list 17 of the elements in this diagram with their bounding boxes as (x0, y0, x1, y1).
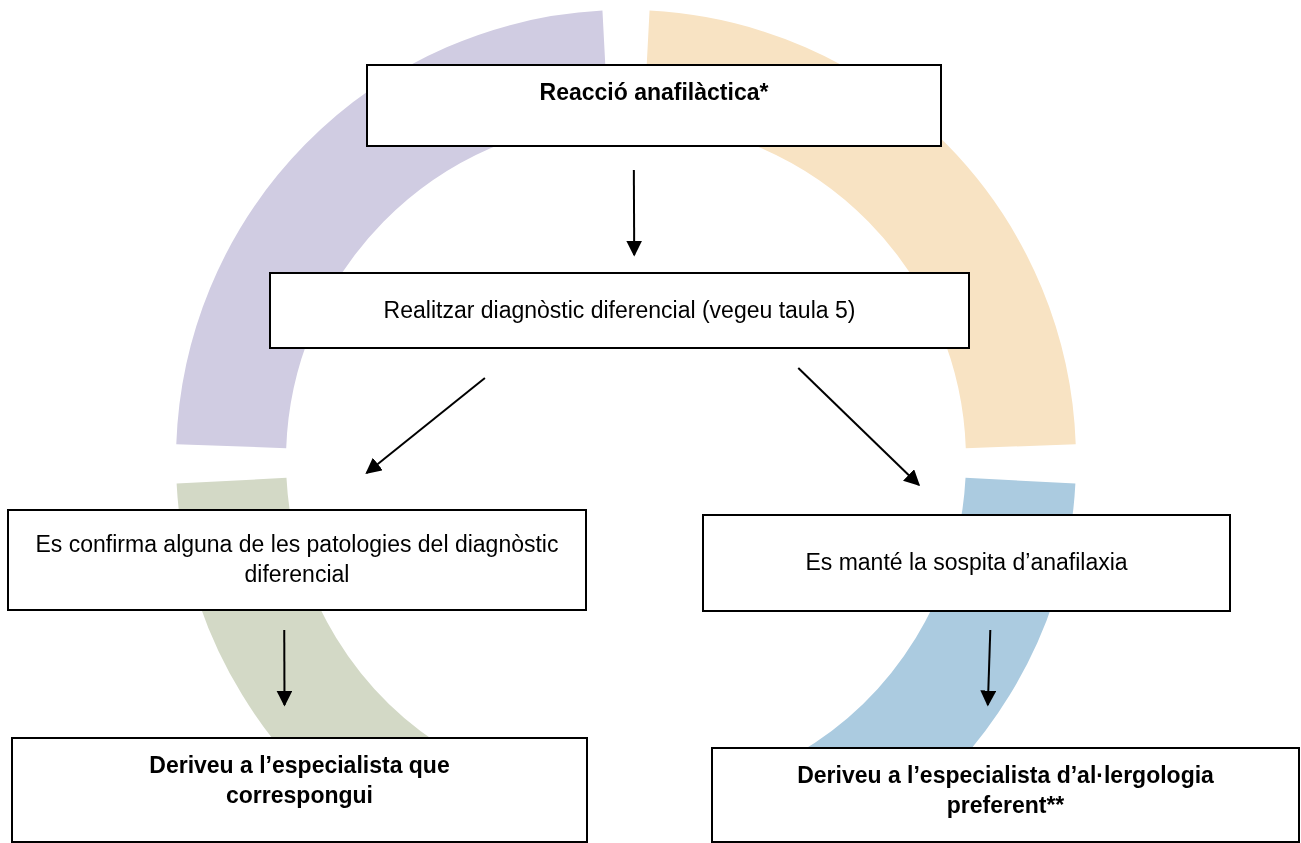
process-box (11, 737, 588, 843)
box-text: Deriveu a l’especialista que correspongui (148, 751, 451, 810)
process-box (269, 272, 970, 349)
process-box (702, 514, 1231, 612)
box-text: Deriveu a l’especialista d’al·lergologia preferent** (796, 761, 1215, 820)
arrow (980, 629, 997, 707)
arrow (276, 629, 293, 707)
box-text: Realitzar diagnòstic diferencial (vegeu taula 5) (383, 295, 856, 325)
arrow (626, 169, 643, 257)
box-text: Es confirma alguna de les patologies del diagnòstic diferencial (34, 530, 560, 589)
process-box (711, 747, 1300, 843)
box-text: Reacció anafilàctica* (539, 78, 769, 107)
process-box (366, 64, 942, 147)
arrow (797, 367, 921, 487)
process-box (7, 509, 587, 611)
box-text: Es manté la sospita d’anafilaxia (805, 548, 1128, 578)
arrow (365, 377, 486, 474)
